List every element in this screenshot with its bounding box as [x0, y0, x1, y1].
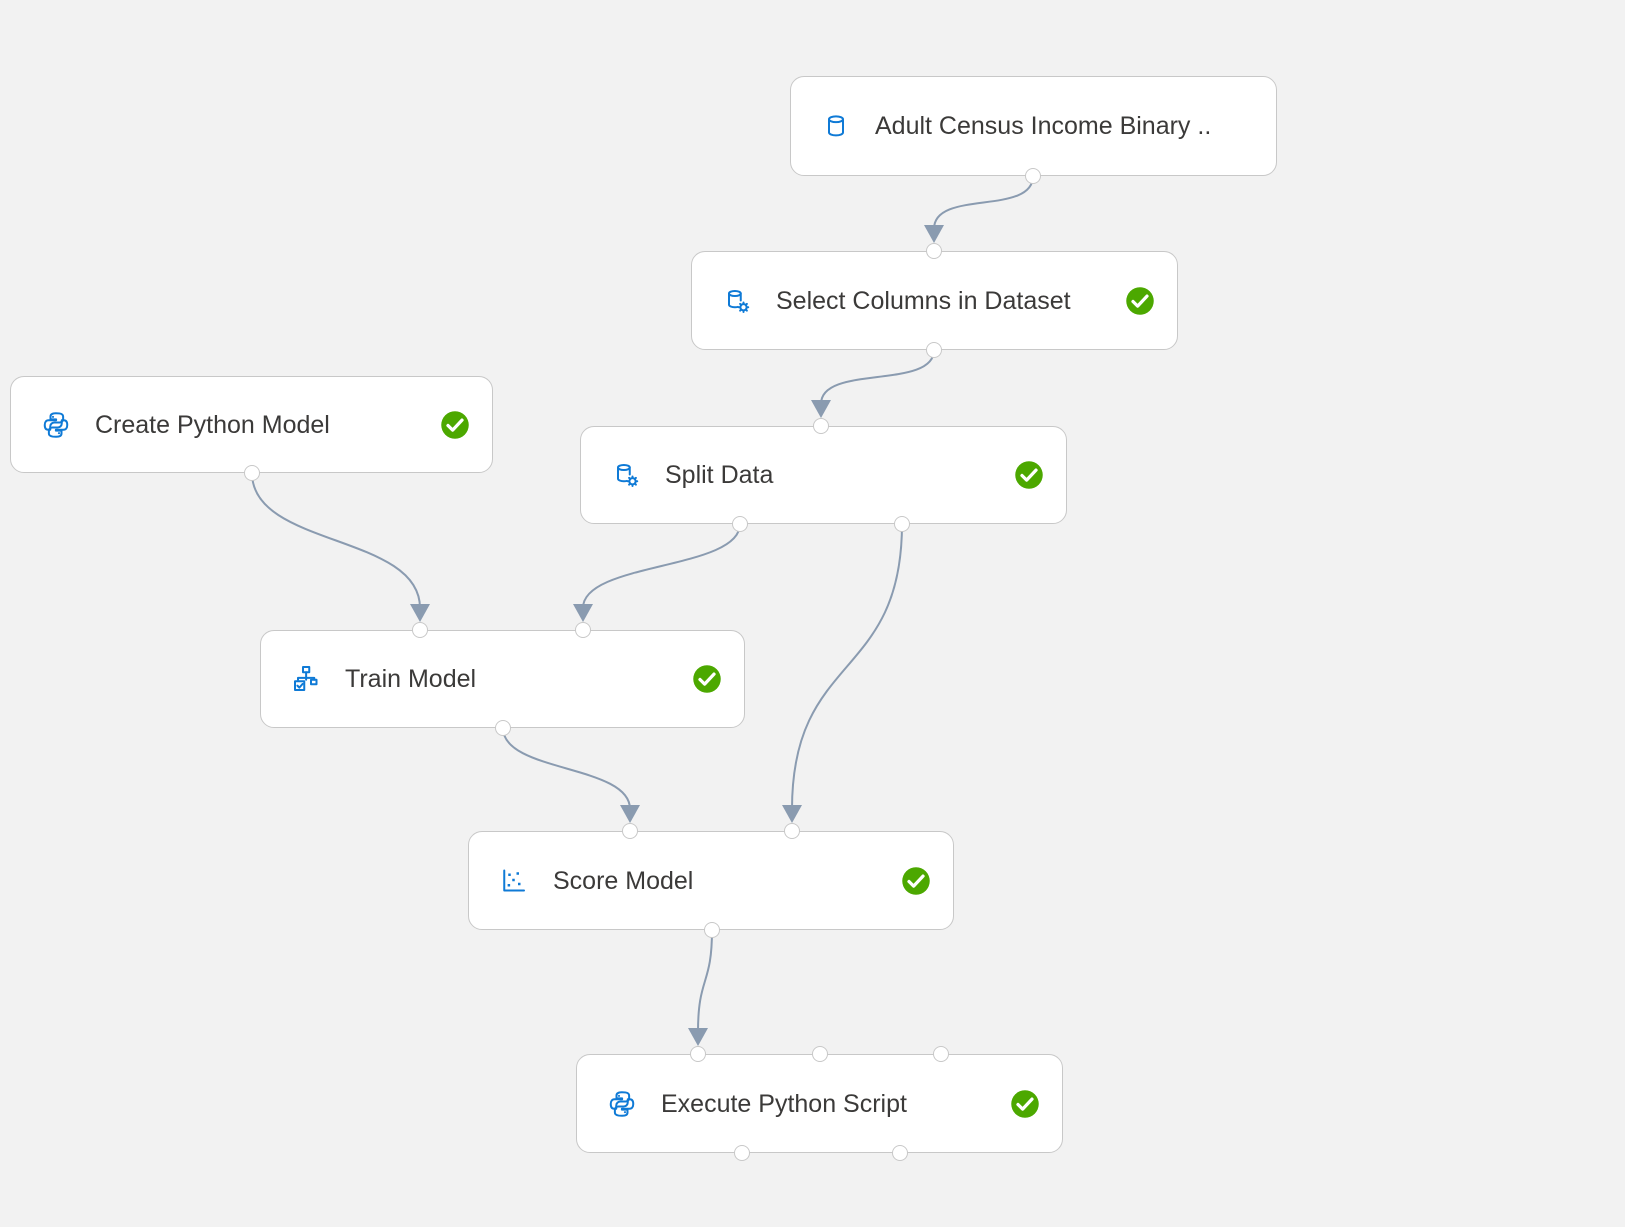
node-split-data[interactable]: Split Data [580, 426, 1067, 524]
node-title: Adult Census Income Binary ... [875, 112, 1210, 140]
input-port[interactable] [690, 1046, 706, 1062]
split-data-icon [609, 458, 643, 492]
edge-arrowhead-split-to-train [573, 604, 593, 622]
output-port[interactable] [732, 516, 748, 532]
score-model-icon [497, 864, 531, 898]
input-port[interactable] [933, 1046, 949, 1062]
node-create-python-model[interactable]: Create Python Model [10, 376, 493, 473]
status-badge-completed [440, 410, 470, 440]
input-port[interactable] [784, 823, 800, 839]
edge-split-to-train [582, 523, 741, 609]
input-port[interactable] [622, 823, 638, 839]
output-port[interactable] [734, 1145, 750, 1161]
edge-select-columns-to-split [820, 349, 935, 405]
edge-arrowhead-train-to-score [620, 805, 640, 823]
node-title: Select Columns in Dataset [776, 286, 1071, 315]
output-port[interactable] [926, 342, 942, 358]
node-score-model[interactable]: Score Model [468, 831, 954, 930]
node-title: Split Data [665, 461, 774, 489]
input-port[interactable] [412, 622, 428, 638]
edge-arrowhead-split-to-score [782, 805, 802, 823]
node-train-model[interactable]: Train Model [260, 630, 745, 728]
input-port[interactable] [813, 418, 829, 434]
edge-create-python-to-train [251, 472, 421, 609]
dataset-icon [819, 109, 853, 143]
edge-arrowhead-select-columns-to-split [811, 400, 831, 418]
node-execute-python-script[interactable]: Execute Python Script [576, 1054, 1063, 1153]
status-badge-completed [692, 664, 722, 694]
output-port[interactable] [495, 720, 511, 736]
edge-split-to-score [791, 523, 903, 810]
node-title: Execute Python Script [661, 1089, 907, 1118]
train-model-icon [289, 662, 323, 696]
output-port[interactable] [894, 516, 910, 532]
output-port[interactable] [244, 465, 260, 481]
input-port[interactable] [812, 1046, 828, 1062]
python-icon [39, 408, 73, 442]
node-title: Train Model [345, 665, 477, 693]
output-port[interactable] [704, 922, 720, 938]
status-badge-none [1224, 111, 1254, 141]
status-badge-completed [1010, 1089, 1040, 1119]
node-title: Score Model [553, 866, 694, 895]
edge-arrowhead-create-python-to-train [410, 604, 430, 622]
input-port[interactable] [575, 622, 591, 638]
select-columns-icon [720, 284, 754, 318]
edge-dataset-to-select-columns [933, 175, 1034, 230]
status-badge-completed [901, 866, 931, 896]
output-port[interactable] [892, 1145, 908, 1161]
edge-score-to-execute-python [697, 929, 713, 1033]
edge-arrowhead-score-to-execute-python [688, 1028, 708, 1046]
input-port[interactable] [926, 243, 942, 259]
status-badge-completed [1014, 460, 1044, 490]
node-select-columns-in-dataset[interactable]: Select Columns in Dataset [691, 251, 1178, 350]
edge-arrowhead-dataset-to-select-columns [924, 225, 944, 243]
node-adult-census-income-binary[interactable]: Adult Census Income Binary ... [790, 76, 1277, 176]
status-badge-completed [1125, 286, 1155, 316]
node-title: Create Python Model [95, 410, 330, 439]
output-port[interactable] [1025, 168, 1041, 184]
python-icon [605, 1087, 639, 1121]
edge-train-to-score [502, 727, 631, 810]
